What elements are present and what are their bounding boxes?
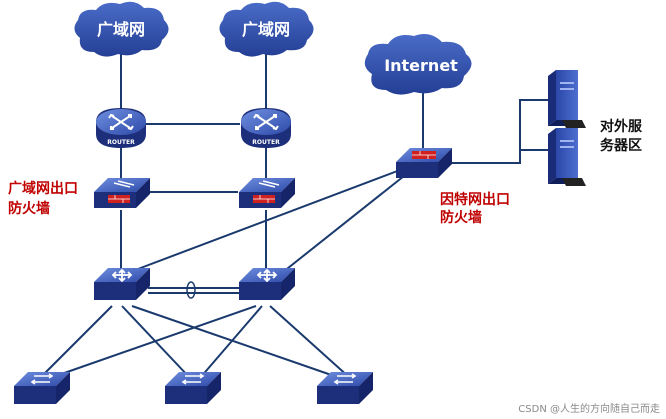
switch-arrows-icon <box>181 373 205 385</box>
link-aggregation-marker <box>186 281 196 299</box>
core-switch-1 <box>94 268 150 300</box>
cloud-wan2-label: 广域网 <box>242 20 290 39</box>
cloud-internet: Internet <box>364 34 472 95</box>
link-core2-acc3 <box>269 305 351 379</box>
link-core2-acc1 <box>49 305 257 379</box>
switch-arrows-icon <box>333 373 357 385</box>
cloud-wan2: 广域网 <box>219 1 314 57</box>
link-inetfw-core1 <box>129 169 401 273</box>
link-inetfw-core2 <box>277 175 405 277</box>
core-switch-arrows-icon <box>111 268 133 283</box>
internet-firewall-label-line1: 因特网出口 <box>440 191 510 208</box>
router-2-label: ROUTER <box>252 139 280 146</box>
dmz-label-line2: 务器区 <box>600 137 642 154</box>
router-arrows-icon <box>108 113 134 131</box>
watermark: CSDN @人生的方向随自己而走 <box>518 402 660 415</box>
switch-arrows-icon <box>30 373 54 385</box>
firewall-brick-icon <box>108 195 130 203</box>
firewall-brick-icon <box>253 195 275 203</box>
wan-firewall-label-line2: 防火墙 <box>8 200 50 217</box>
access-switch-2 <box>165 372 221 404</box>
cloud-wan1-label: 广域网 <box>97 20 145 39</box>
link-inetfw-dmz <box>452 99 550 164</box>
router-arrows-icon <box>253 113 279 131</box>
links <box>39 52 550 379</box>
link-core1-acc1 <box>39 305 113 379</box>
dmz-label-line1: 对外服 <box>600 118 643 135</box>
wan-firewall-label-line1: 广域网出口 <box>8 180 78 197</box>
link-core2-acc2 <box>199 305 263 379</box>
server-1 <box>548 70 586 128</box>
firewall-wan-1 <box>94 178 150 208</box>
firewall-brick-icon <box>412 151 436 159</box>
internet-firewall-label-line2: 防火墙 <box>440 209 482 226</box>
cloud-internet-label: Internet <box>384 56 458 75</box>
access-switch-1 <box>14 372 70 404</box>
cloud-wan1: 广域网 <box>74 1 169 57</box>
router-1-label: ROUTER <box>107 139 135 146</box>
firewall-internet <box>396 148 452 178</box>
core-switch-arrows-icon <box>256 268 278 283</box>
core-switch-2 <box>239 268 295 300</box>
firewall-wan-2 <box>239 178 295 208</box>
access-switch-3 <box>317 372 373 404</box>
link-core1-acc3 <box>131 305 341 379</box>
router-1: ROUTER <box>96 108 146 148</box>
router-2: ROUTER <box>241 108 291 148</box>
server-2 <box>548 128 586 186</box>
